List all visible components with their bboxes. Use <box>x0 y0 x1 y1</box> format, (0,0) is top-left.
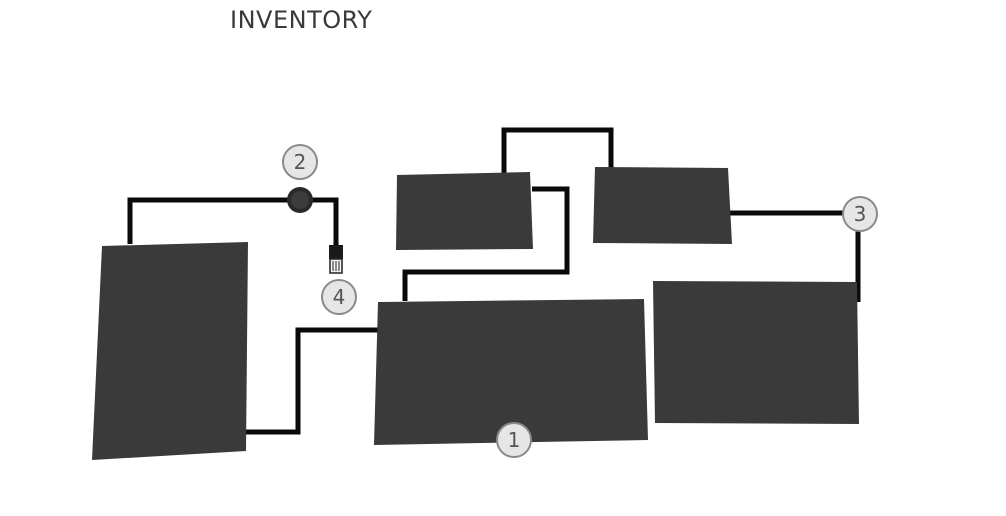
callout-3: 3 <box>842 196 878 232</box>
round-connector-icon <box>287 187 313 213</box>
device-blocks <box>92 167 859 460</box>
callout-3-label: 3 <box>854 202 867 226</box>
cable-lines <box>127 127 861 435</box>
device-top-left <box>396 172 533 250</box>
device-main <box>374 299 648 445</box>
callout-2: 2 <box>282 144 318 180</box>
device-top-right <box>593 167 732 244</box>
callout-4-label: 4 <box>333 285 346 309</box>
callout-4: 4 <box>321 279 357 315</box>
callout-2-label: 2 <box>294 150 307 174</box>
cable-main-to-top-left <box>402 186 570 301</box>
cable-top-bridge <box>501 127 614 175</box>
cable-left-top <box>127 197 339 248</box>
cable-left-bottom <box>246 327 378 435</box>
device-left-tall <box>92 242 248 460</box>
callout-1-label: 1 <box>508 428 521 452</box>
callout-1: 1 <box>496 422 532 458</box>
plug-connector-icon <box>329 245 343 274</box>
device-right <box>653 281 859 424</box>
page-title: INVENTORY <box>230 6 373 34</box>
